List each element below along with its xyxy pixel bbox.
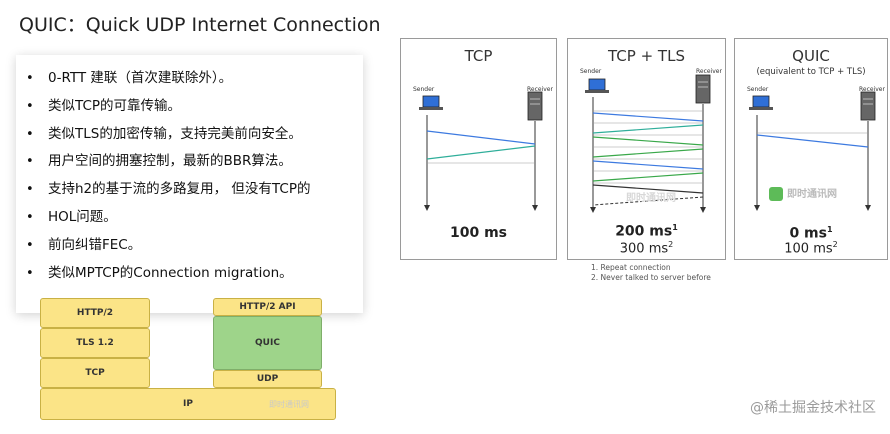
feature-item: 类似TLS的加密传输，支持完美前向安全。	[24, 121, 363, 149]
feature-list: 0-RTT 建联（首次建联除外）。 类似TCP的可靠传输。 类似TLS的加密传输…	[16, 55, 363, 313]
feature-item: 支持h2的基于流的多路复用， 但没有TCP的	[24, 176, 363, 204]
feature-item: 用户空间的拥塞控制，最新的BBR算法。	[24, 148, 363, 176]
stack-tls: TLS 1.2	[40, 328, 150, 358]
feature-item: 类似MPTCP的Connection migration。	[24, 260, 363, 288]
stack-http2-api: HTTP/2 API	[213, 298, 322, 316]
message-arrows	[592, 110, 704, 206]
server-icon	[527, 91, 543, 121]
stack-ip: IP 即时通讯网	[40, 388, 336, 420]
panel-title: QUIC	[792, 47, 830, 65]
timeline-arrowhead	[532, 205, 538, 211]
timeline-arrowhead	[424, 205, 430, 211]
latency-value: 0 ms1	[789, 225, 833, 242]
latency-value: 100 ms	[449, 225, 508, 241]
stack-tcp: TCP	[40, 358, 150, 388]
latency-value-secondary: 100 ms2	[784, 240, 838, 257]
stack-logo-text: 即时通讯网	[269, 400, 309, 409]
panel-title: TCP	[464, 47, 493, 65]
logo-icon: 即时通讯网	[769, 187, 837, 201]
arrow-synack	[426, 145, 536, 160]
sequence-diagram-tcp-tls: Sender Receiver	[580, 68, 722, 213]
receiver-label: Receiver	[859, 86, 885, 93]
laptop-icon	[585, 78, 609, 93]
feature-item-continuation: HOL问题。	[24, 204, 363, 232]
receiver-label: Receiver	[527, 86, 553, 93]
panel-tcp: TCP Sender Receiver 100 ms	[400, 38, 557, 260]
server-icon	[860, 91, 876, 121]
feature-item: 0-RTT 建联（首次建联除外）。	[24, 65, 363, 93]
latency-value: 200 ms1	[615, 223, 678, 240]
logo-watermark: 即时通讯网	[787, 187, 837, 200]
panel-title: TCP + TLS	[608, 47, 685, 65]
server-icon	[695, 74, 711, 104]
logo-watermark: 即时通讯网	[626, 191, 676, 204]
stack-ip-label: IP	[183, 399, 193, 409]
stack-udp: UDP	[213, 370, 322, 388]
receiver-label: Receiver	[696, 68, 722, 75]
arrow-syn	[426, 130, 536, 145]
arrow-initial	[756, 134, 869, 148]
panel-tcp-tls: TCP + TLS Sender Receiver	[567, 38, 726, 260]
stack-http2: HTTP/2	[40, 298, 150, 328]
sender-label: Sender	[580, 68, 602, 75]
stack-quic: QUIC	[213, 316, 322, 370]
message-arrows	[426, 130, 536, 164]
sender-label: Sender	[413, 86, 435, 93]
panel-subtitle: (equivalent to TCP + TLS)	[756, 67, 866, 77]
footnote: 2. Never talked to server before	[591, 273, 711, 282]
footnotes: 1. Repeat connection 2. Never talked to …	[591, 263, 711, 283]
feature-item: 类似TCP的可靠传输。	[24, 93, 363, 121]
laptop-icon	[749, 95, 773, 110]
laptop-icon	[419, 95, 443, 110]
footnote: 1. Repeat connection	[591, 263, 671, 272]
latency-value-secondary: 300 ms2	[619, 240, 674, 257]
sequence-diagram-tcp: Sender Receiver	[413, 86, 553, 211]
protocol-stack: HTTP/2 TLS 1.2 TCP HTTP/2 API QUIC UDP I…	[0, 0, 340, 434]
sender-label: Sender	[747, 86, 769, 93]
panel-quic: QUIC (equivalent to TCP + TLS) Sender Re…	[734, 38, 888, 260]
feature-item: 前向纠错FEC。	[24, 232, 363, 260]
sequence-diagram-quic: Sender Receiver 即时通讯网	[747, 86, 885, 211]
source-watermark: @稀土掘金技术社区	[750, 400, 876, 416]
page-title: QUIC：Quick UDP Internet Connection	[19, 14, 381, 36]
